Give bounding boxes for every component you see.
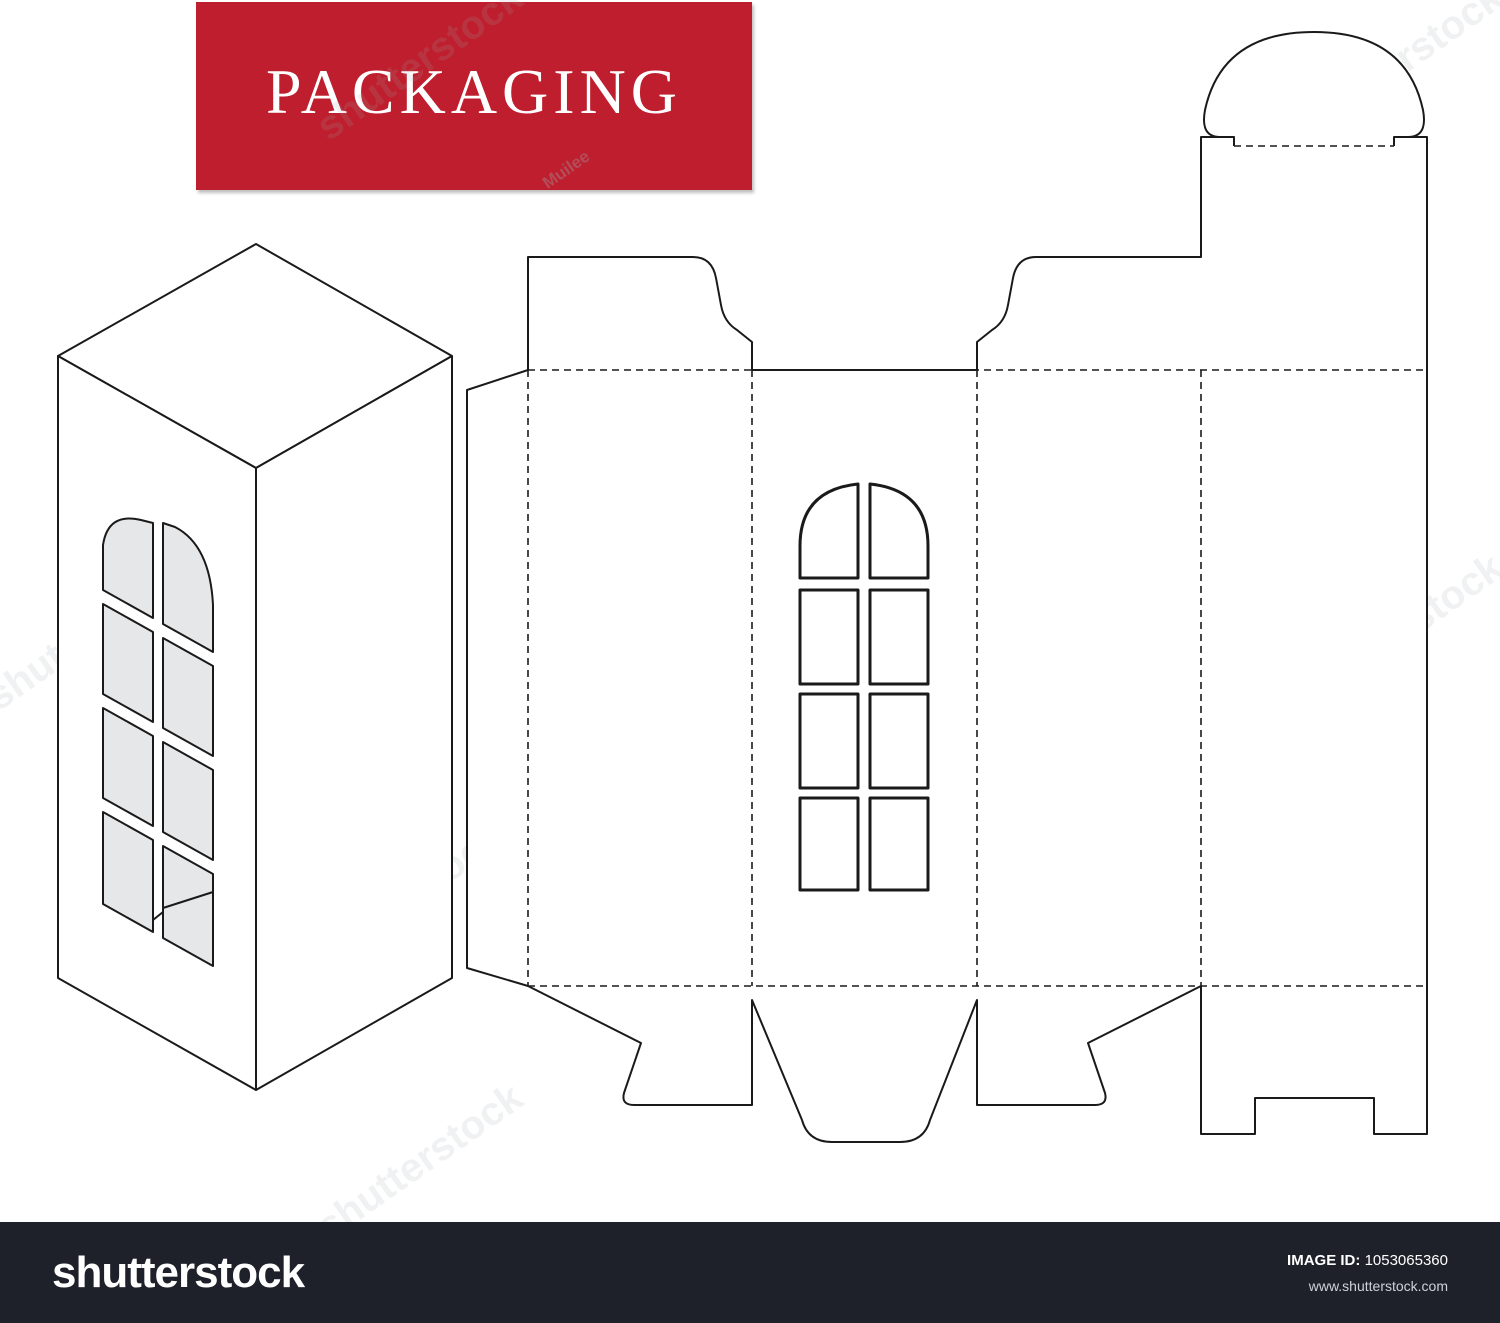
title-banner: PACKAGING — [196, 2, 752, 190]
dl-window-arch-left — [798, 482, 860, 580]
dl-window-arch-right — [868, 482, 930, 580]
box-right-face — [255, 355, 453, 1091]
packaging-diagram — [57, 31, 1428, 1143]
window-pane-4l — [102, 811, 154, 933]
title-text: PACKAGING — [265, 56, 683, 127]
box-left-face — [57, 355, 257, 1091]
window-pane-3r — [162, 741, 214, 861]
window-arch-left — [102, 517, 154, 619]
fold-lines — [527, 145, 1427, 987]
window-inner-shadow — [152, 891, 214, 921]
image-id-value: 1053065360 — [1364, 1252, 1448, 1269]
dieline-outline — [466, 31, 1428, 1143]
window-pane-3l — [102, 707, 154, 827]
dl-pane-3l — [798, 796, 860, 892]
footer-image-id: IMAGE ID: 1053065360 — [1287, 1252, 1448, 1269]
window-pane-2l — [102, 603, 154, 723]
dieline — [466, 31, 1428, 1143]
footer-logo: shutterstock — [52, 1248, 305, 1297]
footer-site: www.shutterstock.com — [1308, 1278, 1448, 1294]
arch-tab-notches — [1201, 136, 1427, 146]
window-pane-2r — [162, 637, 214, 757]
footer-bar: shutterstock IMAGE ID: 1053065360 www.sh… — [0, 1222, 1500, 1323]
dl-pane-2r — [868, 692, 930, 790]
dl-pane-2l — [798, 692, 860, 790]
dieline-window — [798, 482, 930, 892]
dl-pane-3r — [868, 796, 930, 892]
dl-pane-1r — [868, 588, 930, 686]
box-window — [102, 517, 214, 967]
image-id-label: IMAGE ID: — [1287, 1252, 1361, 1269]
dl-pane-1l — [798, 588, 860, 686]
window-arch-right — [162, 522, 214, 653]
